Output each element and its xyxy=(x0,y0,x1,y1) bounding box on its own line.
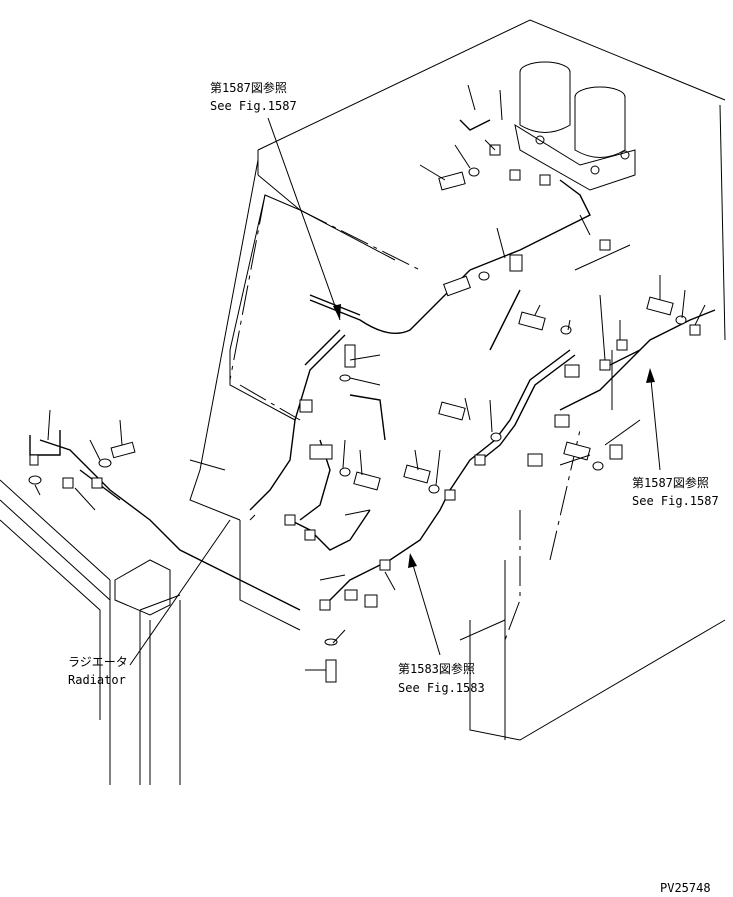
callout-en-text: See Fig.1587 xyxy=(210,99,297,113)
callout-en-text: See Fig.1587 xyxy=(632,494,719,508)
callout-ref-1587-top: 第1587図参照 See Fig.1587 xyxy=(210,80,297,113)
callout-jp-text: 第1587図参照 xyxy=(632,475,709,490)
callout-jp-text: 第1587図参照 xyxy=(210,80,287,95)
filter-assembly xyxy=(514,61,636,191)
callout-arrows xyxy=(129,117,661,666)
callout-en-text: See Fig.1583 xyxy=(398,681,485,695)
radiator-frame xyxy=(0,479,181,785)
figure-code: PV25748 xyxy=(660,881,711,895)
callout-en-text: Radiator xyxy=(68,673,126,687)
callout-jp-text: 第1583図参照 xyxy=(398,661,475,676)
housing-outline xyxy=(189,19,726,741)
callout-jp-text: ラジエータ xyxy=(68,655,128,669)
callout-ref-1587-right: 第1587図参照 See Fig.1587 xyxy=(632,475,719,508)
callout-ref-1583: 第1583図参照 See Fig.1583 xyxy=(398,661,485,695)
fasteners xyxy=(28,144,701,683)
leader-lines xyxy=(34,84,706,671)
callout-radiator: ラジエータ Radiator xyxy=(68,655,128,687)
